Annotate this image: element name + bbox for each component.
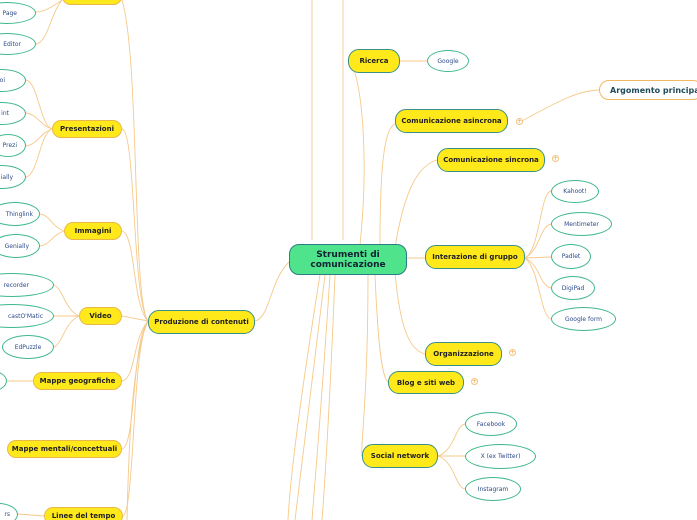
branch-label: Interazione di gruppo [432, 253, 518, 261]
connector [121, 320, 149, 450]
connector [39, 230, 65, 247]
branch-ricerca[interactable]: Ricerca [348, 49, 400, 73]
leaf-instagram[interactable]: Instagram [465, 477, 521, 501]
connector [311, 274, 331, 520]
expand-icon[interactable]: + [516, 118, 523, 125]
connector [25, 112, 53, 130]
connector [374, 274, 389, 383]
connector [35, 0, 63, 45]
branch-label: Social network [370, 452, 430, 460]
connector [287, 274, 321, 520]
connector [17, 513, 45, 517]
connector [524, 256, 552, 259]
subbranch-label: Immagini [74, 227, 112, 235]
subbranch-mappe-mentali[interactable]: Mappe mentali/concettuali [7, 440, 122, 458]
connector [121, 315, 149, 322]
leaf-digipad[interactable]: DigiPad [551, 276, 595, 300]
connector [524, 257, 552, 289]
connector [35, 0, 63, 13]
connector [394, 271, 426, 355]
leaf-x-twitter[interactable]: X (ex Twitter) [465, 444, 536, 469]
branch-comunicazione-asincrona[interactable]: Comunicazione asincrona [395, 109, 508, 133]
connector [126, 320, 149, 520]
subbranch-top-cut[interactable] [62, 0, 122, 5]
branch-comunicazione-sincrona[interactable]: Comunicazione sincrona [437, 148, 545, 172]
branch-interazione-di-gruppo[interactable]: Interazione di gruppo [425, 245, 525, 269]
connector [524, 223, 552, 259]
leaf-prezi[interactable]: Prezi [0, 134, 26, 157]
connector [347, 60, 365, 246]
leaf-edpuzzle[interactable]: EdPuzzle [2, 335, 54, 359]
subbranch-label: Presentazioni [60, 125, 114, 133]
subbranch-label: Linee del tempo [51, 512, 116, 520]
leaf-padlet[interactable]: Padlet [551, 244, 591, 269]
connector [294, 274, 326, 520]
connector [25, 128, 53, 178]
branch-produzione-di-contenuti[interactable]: Produzione di contenuti [148, 310, 255, 334]
leaf-google[interactable]: Google [427, 50, 469, 72]
central-line-2: comunicazione [310, 259, 386, 270]
connector [53, 284, 80, 317]
leaf-genially[interactable]: Genially [0, 234, 40, 258]
leaf-kahoot[interactable]: Kahoot! [551, 180, 599, 203]
branch-label: Ricerca [359, 57, 389, 65]
expand-icon[interactable]: + [471, 378, 478, 385]
branch-organizzazione[interactable]: Organizzazione [425, 342, 502, 366]
connector [53, 315, 80, 348]
connector [39, 213, 65, 232]
connector [121, 128, 149, 322]
connector [437, 423, 466, 457]
expand-icon[interactable]: + [509, 349, 516, 356]
connector [361, 274, 369, 457]
subbranch-immagini[interactable]: Immagini [64, 222, 122, 240]
connector [121, 230, 149, 322]
leaf-google-form[interactable]: Google form [551, 307, 616, 331]
connector [254, 261, 290, 322]
leaf-thinglink[interactable]: Thinglink [0, 202, 40, 226]
subbranch-presentazioni[interactable]: Presentazioni [52, 120, 122, 138]
subbranch-label: Mappe mentali/concettuali [11, 445, 118, 453]
connector [25, 79, 53, 130]
connector [321, 274, 336, 520]
subbranch-linee-del-tempo[interactable]: Linee del tempo [44, 507, 123, 520]
branch-label: Comunicazione asincrona [401, 117, 502, 125]
branch-label: Organizzazione [433, 350, 494, 358]
connector [524, 190, 552, 259]
branch-label: Produzione di contenuti [154, 318, 249, 326]
subbranch-video[interactable]: Video [79, 307, 122, 325]
central-line-1: Strumenti di [316, 249, 380, 260]
connector [524, 257, 552, 320]
subbranch-mappe-geografiche[interactable]: Mappe geografiche [33, 372, 122, 390]
connector [379, 123, 396, 246]
connector [394, 159, 438, 249]
branch-social-network[interactable]: Social network [362, 444, 438, 468]
leaf-facebook[interactable]: Facebook [465, 412, 517, 436]
topic-label: Argomento principale [610, 85, 697, 95]
leaf-mentimeter[interactable]: Mentimeter [551, 212, 612, 236]
branch-label: Comunicazione sincrona [443, 156, 539, 164]
branch-label: Blog e siti web [396, 378, 456, 387]
topic-argomento-principale[interactable]: Argomento principale [599, 80, 697, 100]
connector [121, 0, 149, 322]
expand-icon[interactable]: + [552, 155, 559, 162]
subbranch-label: Mappe geografiche [39, 377, 116, 385]
connector [521, 89, 601, 122]
branch-blog-e-siti-web[interactable]: Blog e siti web [388, 371, 464, 394]
connector [437, 455, 466, 490]
subbranch-label: Video [89, 312, 112, 320]
connector [121, 320, 149, 382]
